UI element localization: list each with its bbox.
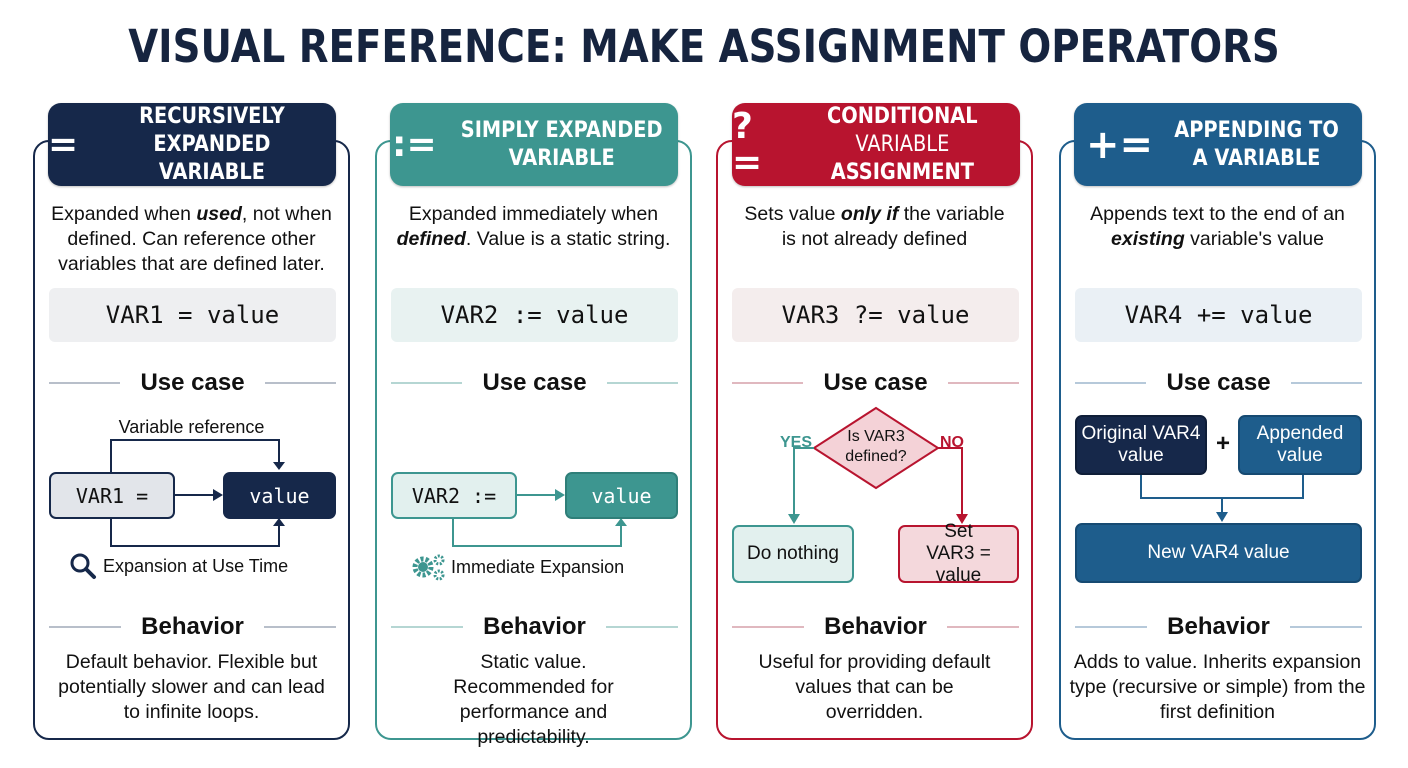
card-description: Expanded immediately when defined. Value… — [396, 203, 671, 250]
card-conditional: Sets value only if the variable is not a… — [716, 140, 1033, 740]
card-description: Expanded when used, not when defined. Ca… — [51, 203, 332, 275]
expansion-label: Immediate Expansion — [411, 552, 624, 582]
section-behavior: Behavior — [391, 613, 679, 641]
appended-value-box: Appended value — [1238, 415, 1362, 475]
set-var3-box: Set VAR3 = value — [898, 521, 1019, 586]
behavior-text: Adds to value. Inherits expansion type (… — [1069, 651, 1366, 723]
card-description: Appends text to the end of an existing v… — [1090, 203, 1345, 250]
section-use-case: Use case — [49, 369, 336, 397]
new-value-box: New VAR4 value — [1075, 523, 1362, 583]
code-example: VAR1 = value — [49, 288, 336, 342]
section-behavior: Behavior — [49, 613, 337, 641]
expansion-label: Expansion at Use Time — [69, 552, 288, 580]
var2-box: VAR2 := — [391, 472, 517, 519]
code-example: VAR4 += value — [1075, 288, 1362, 342]
value-box: value — [223, 472, 336, 519]
section-behavior: Behavior — [732, 613, 1020, 641]
page-title: VISUAL REFERENCE: MAKE ASSIGNMENT OPERAT… — [128, 20, 1280, 73]
flowchart — [788, 406, 968, 524]
no-label: NO — [940, 434, 964, 451]
original-value-box: Original VAR4 value — [1075, 415, 1207, 475]
yes-label: YES — [780, 434, 813, 451]
flow-arrows — [1140, 474, 1304, 522]
code-example: VAR2 := value — [391, 288, 678, 342]
code-example: VAR3 ?= value — [732, 288, 1019, 342]
var1-box: VAR1 = — [49, 472, 175, 519]
plus-sign: + — [1215, 430, 1230, 457]
section-use-case: Use case — [732, 369, 1019, 397]
value-box: value — [565, 472, 678, 519]
section-behavior: Behavior — [1075, 613, 1363, 641]
card-recursive: Expanded when used, not when defined. Ca… — [33, 140, 350, 740]
decision-text: Is VAR3 defined? — [845, 428, 907, 465]
section-use-case: Use case — [1075, 369, 1362, 397]
gears-icon — [412, 554, 445, 581]
card-description: Sets value only if the variable is not a… — [744, 203, 1005, 250]
variable-reference-label: Variable reference — [118, 417, 265, 437]
section-use-case: Use case — [391, 369, 678, 397]
behavior-text: Useful for providing default values that… — [758, 651, 991, 723]
flow-arrows — [110, 439, 285, 547]
do-nothing-box: Do nothing — [732, 525, 854, 583]
flow-arrows — [452, 489, 627, 547]
behavior-text: Static value. Recommended for performanc… — [453, 651, 614, 748]
magnifier-icon — [70, 553, 96, 579]
card-append: Appends text to the end of an existing v… — [1059, 140, 1376, 740]
behavior-text: Default behavior. Flexible but potential… — [58, 651, 325, 723]
card-simple: Expanded immediately when defined. Value… — [375, 140, 692, 748]
